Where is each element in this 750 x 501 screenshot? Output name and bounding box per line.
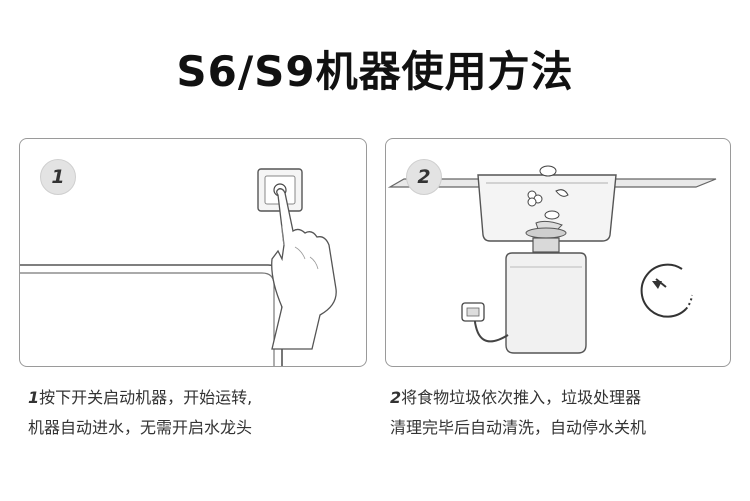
step-2-number: 2 bbox=[390, 388, 402, 407]
step-2-line1: 将食物垃圾依次推入，垃圾处理器 bbox=[401, 388, 642, 407]
step-1-badge: 1 bbox=[40, 159, 76, 195]
step-1-number: 1 bbox=[28, 388, 40, 407]
step-2-caption: 2将食物垃圾依次推入，垃圾处理器 清理完毕后自动清洗，自动停水关机 bbox=[390, 383, 646, 443]
clock-icon bbox=[640, 263, 693, 318]
step-2-line2: 清理完毕后自动清洗，自动停水关机 bbox=[390, 418, 647, 437]
step-1-line1: 按下开关启动机器，开始运转, bbox=[39, 388, 253, 407]
switch-press-illustration bbox=[20, 168, 337, 366]
step-1-caption: 1按下开关启动机器，开始运转, 机器自动进水，无需开启水龙头 bbox=[28, 383, 252, 443]
garbage-disposer-illustration bbox=[387, 165, 717, 354]
step-1-line2: 机器自动进水，无需开启水龙头 bbox=[28, 418, 253, 437]
step-2-panel: 2 bbox=[385, 138, 731, 367]
page-title: S6/S9机器使用方法 bbox=[176, 47, 574, 96]
step-1-panel: 1 bbox=[19, 138, 367, 367]
step-2-badge: 2 bbox=[406, 159, 442, 195]
